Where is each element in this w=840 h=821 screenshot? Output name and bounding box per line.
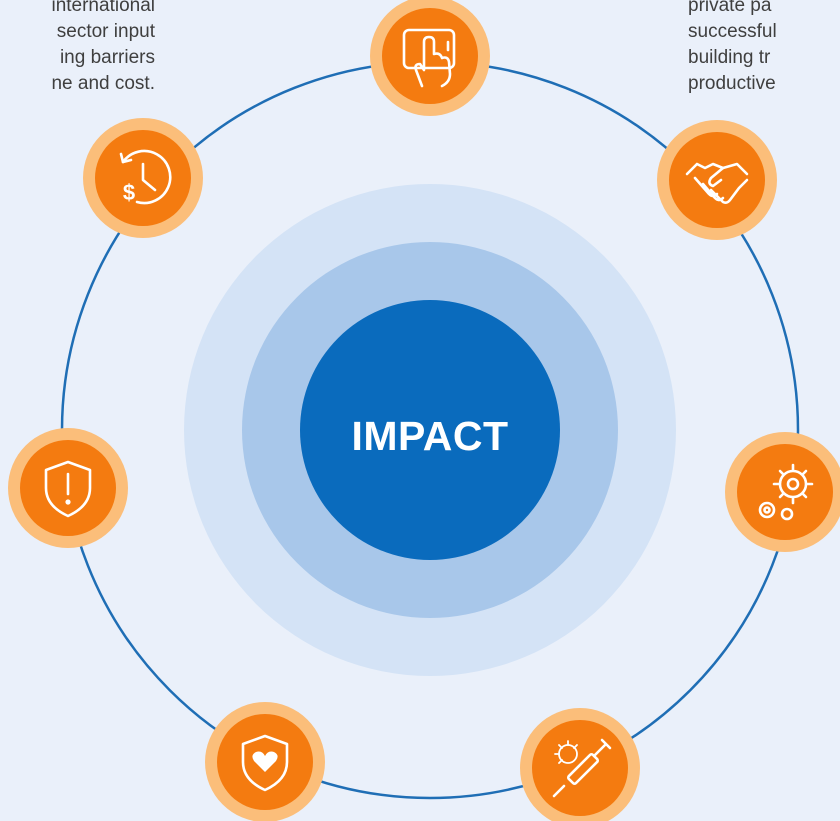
node-warning-shield[interactable] [8, 428, 128, 548]
right-text-line: private pa [688, 0, 772, 16]
left-text-line: ing barriers [59, 47, 155, 68]
node-gears[interactable] [725, 432, 840, 552]
tablet-touch-icon [402, 28, 456, 88]
node-handshake[interactable] [657, 120, 777, 240]
right-text-line: building tr [688, 47, 771, 68]
gears-icon [758, 463, 814, 521]
left-text-fragment: international sector input ing barriers … [51, 0, 155, 97]
node-health-shield[interactable] [205, 702, 325, 821]
left-text-line: sector input [56, 21, 155, 42]
heart-shield-icon [241, 734, 289, 792]
node-time-cost[interactable]: $ [83, 118, 203, 238]
node-vaccine[interactable] [520, 708, 640, 821]
exclamation-shield-icon [44, 460, 92, 518]
right-text-line: successful [688, 21, 777, 42]
node-core [737, 444, 833, 540]
node-core [382, 8, 478, 104]
right-text-line: productive [688, 73, 776, 94]
node-tablet-touch[interactable] [370, 0, 490, 116]
center-circle [300, 300, 560, 560]
center-label: IMPACT [351, 413, 508, 459]
node-core [669, 132, 765, 228]
handshake-icon [685, 162, 749, 204]
left-text-line: ne and cost. [51, 73, 155, 94]
right-text-fragment: private pa successful building tr produc… [688, 0, 777, 97]
syringe-virus-icon [552, 738, 612, 798]
left-text-line: international [51, 0, 155, 16]
clock-dollar-icon: $ [119, 149, 172, 205]
node-core [532, 720, 628, 816]
svg-text:$: $ [123, 180, 135, 205]
